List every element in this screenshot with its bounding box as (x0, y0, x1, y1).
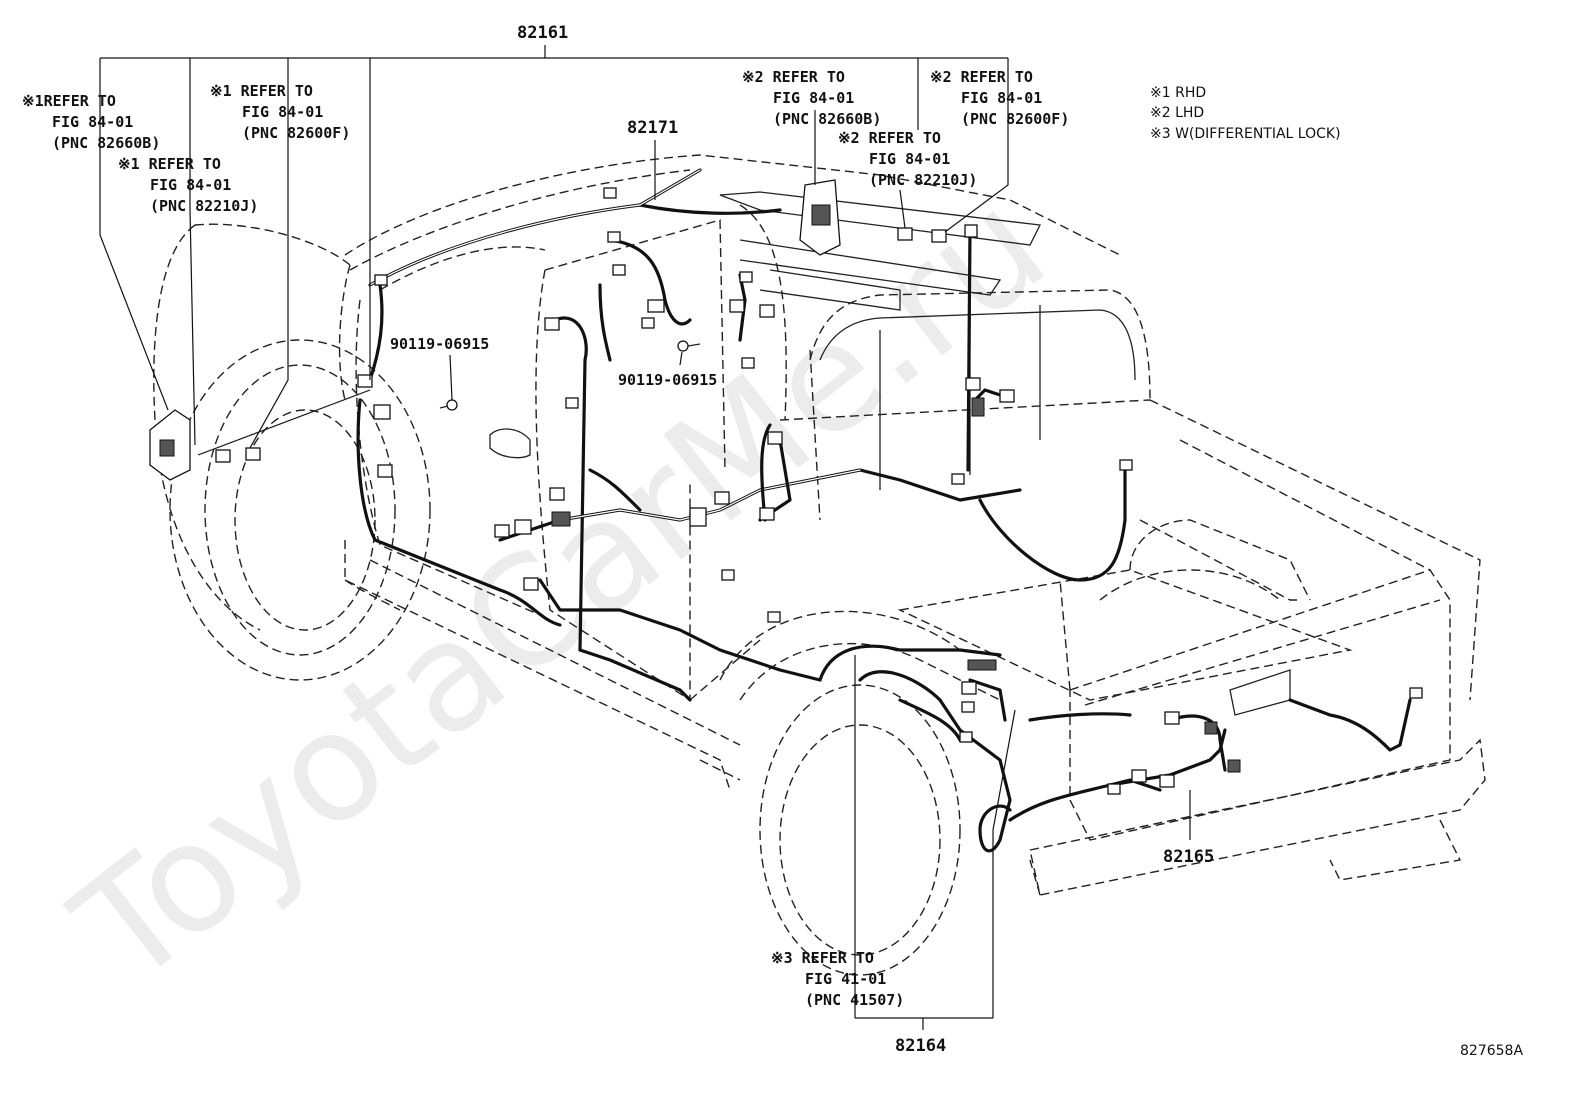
ref-callout-1: ※1REFER TO FIG 84-01 (PNC 82660B) (22, 92, 160, 152)
leader-lines (99, 45, 1191, 1030)
ref-callout-2: ※1 REFER TO FIG 84-01 (PNC 82600F) (210, 82, 350, 142)
ref-callout-3: ※1 REFER TO FIG 84-01 (PNC 82210J) (118, 155, 258, 215)
ref-5-line-2: FIG 84-01 (961, 89, 1042, 107)
ref-6-line-3: (PNC 82210J) (869, 171, 977, 189)
ref-5-line-1: ※2 REFER TO (930, 68, 1033, 86)
ref-callout-7: ※3 REFER TO FIG 41-01 (PNC 41507) (771, 949, 904, 1009)
watermark: ToyotaCarMe.ru (44, 159, 1077, 1019)
ref-2-line-1: ※1 REFER TO (210, 82, 313, 100)
ref-callout-5: ※2 REFER TO FIG 84-01 (PNC 82600F) (930, 68, 1069, 128)
ref-7-line-2: FIG 41-01 (805, 970, 886, 988)
ref-3-line-1: ※1 REFER TO (118, 155, 221, 173)
ref-4-line-3: (PNC 82660B) (773, 110, 881, 128)
ref-6-line-1: ※2 REFER TO (838, 129, 941, 147)
ref-callout-4: ※2 REFER TO FIG 84-01 (PNC 82660B) (742, 68, 881, 128)
connectors (149, 179, 1423, 795)
truck-body-outline (153, 154, 1486, 976)
ref-4-line-1: ※2 REFER TO (742, 68, 845, 86)
ref-3-line-2: FIG 84-01 (150, 176, 231, 194)
ref-7-line-3: (PNC 41507) (805, 991, 904, 1009)
legend-note-lhd: ※2 LHD (1150, 105, 1204, 121)
figure-id: 827658A (1460, 1043, 1523, 1059)
part-number-82171: 82171 (627, 118, 678, 138)
part-number-bolt-a: 90119-06915 (390, 335, 489, 353)
ref-1-line-2: FIG 84-01 (52, 113, 133, 131)
ref-2-line-3: (PNC 82600F) (242, 124, 350, 142)
reference-callouts: ※1REFER TO FIG 84-01 (PNC 82660B) ※1 REF… (22, 68, 1069, 1009)
legend: ※1 RHD ※2 LHD ※3 W(DIFFERENTIAL LOCK) (1150, 85, 1341, 142)
ref-callout-6: ※2 REFER TO FIG 84-01 (PNC 82210J) (838, 129, 977, 189)
part-number-82161: 82161 (517, 23, 568, 43)
ref-1-line-1: ※1REFER TO (22, 92, 116, 110)
part-number-labels: 82161 82171 82164 82165 90119-06915 9011… (390, 23, 1214, 1056)
part-number-82164: 82164 (895, 1036, 946, 1056)
part-number-82165: 82165 (1163, 847, 1214, 867)
wire-harness-routes (356, 168, 1412, 853)
ref-6-line-2: FIG 84-01 (869, 150, 950, 168)
ref-4-line-2: FIG 84-01 (773, 89, 854, 107)
legend-note-diff-lock: ※3 W(DIFFERENTIAL LOCK) (1150, 126, 1341, 142)
ref-2-line-2: FIG 84-01 (242, 103, 323, 121)
ref-1-line-3: (PNC 82660B) (52, 134, 160, 152)
ref-7-line-1: ※3 REFER TO (771, 949, 874, 967)
ref-3-line-3: (PNC 82210J) (150, 197, 258, 215)
ref-5-line-3: (PNC 82600F) (961, 110, 1069, 128)
part-number-bolt-b: 90119-06915 (618, 371, 717, 389)
legend-note-rhd: ※1 RHD (1150, 85, 1206, 101)
